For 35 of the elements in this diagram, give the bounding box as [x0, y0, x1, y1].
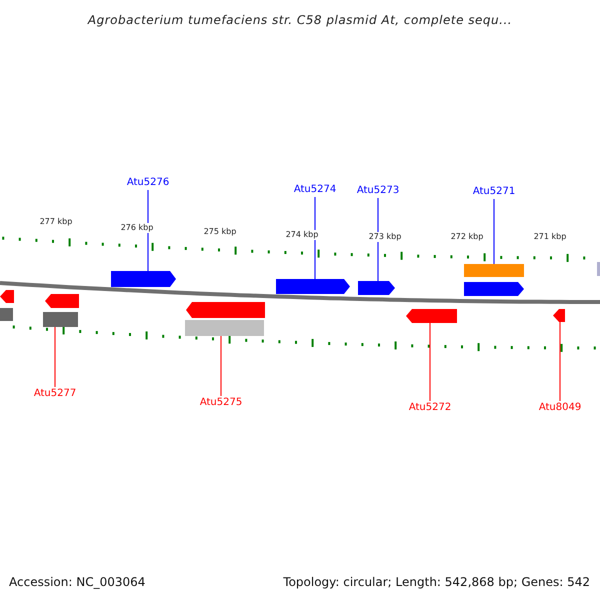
tick-label: 277 kbp — [38, 217, 74, 227]
gene-marker — [553, 309, 565, 322]
gene-label: Atu5273 — [356, 184, 400, 198]
gene-label: Atu5277 — [34, 387, 76, 401]
tick-label: 272 kbp — [450, 232, 484, 242]
feature-bar — [0, 308, 13, 321]
tick-label: 274 kbp — [284, 230, 320, 240]
feature-bar — [464, 264, 524, 277]
footer-text: Accession: NC_003064 — [9, 575, 146, 589]
feature-bar — [185, 320, 264, 336]
gene-marker — [464, 282, 524, 296]
leader-line — [54, 326, 56, 388]
gene-label: Atu5271 — [472, 185, 516, 199]
gene-marker — [186, 302, 265, 318]
tick-label: 273 kbp — [368, 232, 402, 242]
leader-line — [314, 196, 316, 280]
gene-marker — [358, 281, 395, 295]
gene-label: Atu8049 — [538, 401, 582, 415]
gene-marker — [406, 309, 457, 323]
gene-marker — [276, 279, 350, 294]
diagram-title: Agrobacterium tumefaciens str. C58 plasmid At, complete sequ... — [86, 12, 514, 29]
tick-label: 271 kbp — [532, 232, 568, 242]
gene-marker — [111, 271, 176, 287]
gene-marker — [0, 290, 14, 303]
tick-label: 276 kbp — [120, 223, 154, 233]
feature-bar — [43, 312, 78, 327]
gene-label: Atu5272 — [408, 401, 452, 415]
tick-label: 275 kbp — [202, 227, 238, 237]
feature-bar — [597, 262, 600, 276]
gene-label: Atu5274 — [294, 183, 336, 197]
leader-line — [220, 336, 222, 396]
footer-text: Topology: circular; Length: 542,868 bp; Genes: 542 — [283, 575, 590, 589]
gene-label: Atu5276 — [126, 176, 170, 190]
gene-label: Atu5275 — [200, 396, 242, 410]
gene-marker — [45, 294, 79, 308]
